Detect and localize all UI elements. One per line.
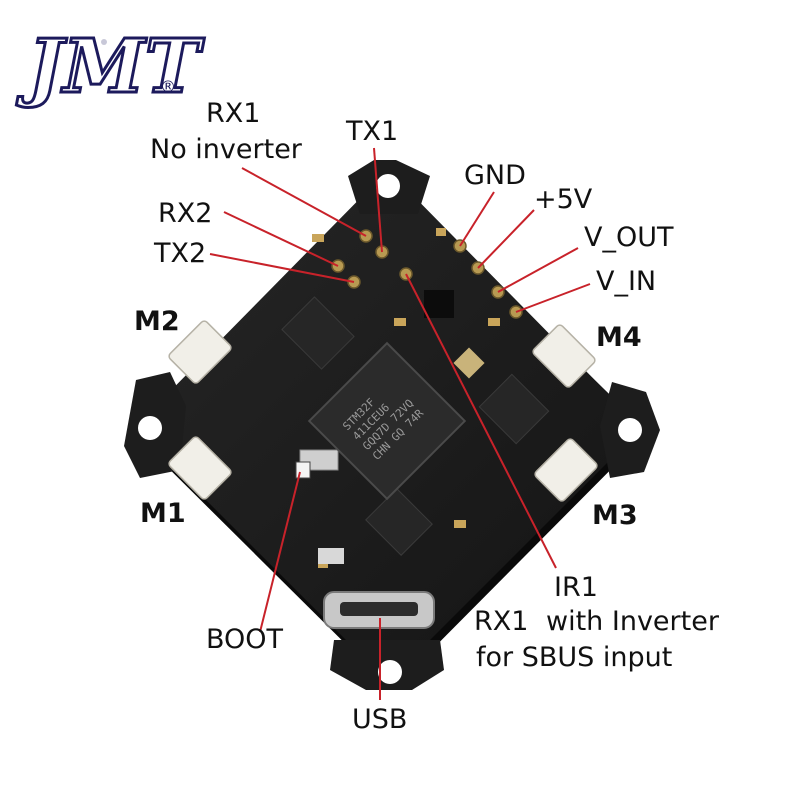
- smd-cap-1: [312, 234, 324, 242]
- leader-vout: [497, 247, 579, 293]
- label-usb: USB: [352, 704, 407, 735]
- motor-connector-m3: [534, 438, 598, 502]
- smd-cap-4: [488, 318, 500, 326]
- label-gnd: GND: [464, 160, 526, 191]
- leader-tx2: [209, 253, 355, 283]
- leader-tx1: [373, 147, 383, 253]
- leader-5v: [477, 209, 535, 269]
- logo-sparkle: [101, 39, 107, 45]
- leader-boot: [259, 471, 301, 633]
- inductor: [318, 548, 344, 564]
- label-rx1-inv-line2: for SBUS input: [476, 642, 672, 673]
- leader-vin: [515, 283, 591, 313]
- regulator-chip: [424, 290, 454, 318]
- label-m3: M3: [592, 500, 638, 531]
- label-boot: BOOT: [206, 624, 284, 655]
- label-rx1-line2: No inverter: [150, 134, 303, 165]
- logo-text: JMT: [16, 24, 205, 110]
- label-tx1: TX1: [345, 116, 398, 147]
- leader-rx2: [223, 211, 339, 267]
- label-tx2: TX2: [153, 238, 206, 269]
- leader-lines: [209, 147, 591, 700]
- esc-chip-bottom: [365, 488, 433, 556]
- label-m4: M4: [596, 322, 642, 353]
- leader-ir1: [405, 273, 557, 569]
- mount-hole-bottom: [378, 660, 402, 684]
- label-rx2: RX2: [158, 198, 212, 229]
- label-vout: V_OUT: [584, 222, 674, 253]
- motor-connector-m2: [168, 320, 232, 384]
- leader-gnd: [459, 191, 495, 247]
- leader-rx1: [241, 167, 367, 237]
- smd-cap-3: [394, 318, 406, 326]
- mount-hole-left: [138, 416, 162, 440]
- label-vin: V_IN: [596, 266, 656, 297]
- mount-hole-top: [376, 174, 400, 198]
- mcu: STM32F 411CEU6 GQQ7D 72VQ CHN GQ 74R: [307, 341, 467, 501]
- mcu-package: [307, 341, 467, 501]
- esc-chip-left-top: [281, 296, 355, 370]
- label-rx1-line1: RX1: [206, 98, 260, 129]
- smd-cap-5: [454, 520, 466, 528]
- label-rx1-inv-prefix: RX1: [474, 606, 528, 637]
- jmt-logo: JMT ®: [15, 23, 207, 112]
- pcb-board: STM32F 411CEU6 GQQ7D 72VQ CHN GQ 74R: [124, 160, 660, 690]
- pin-labels: RX1 No inverter TX1 GND +5V RX2 TX2 V_OU…: [134, 98, 720, 735]
- esc-chip-right: [478, 373, 550, 445]
- sensor-chip: [453, 347, 485, 379]
- usb-port: [340, 602, 418, 616]
- label-5v: +5V: [534, 184, 593, 215]
- mount-hole-right: [618, 418, 642, 442]
- label-m1: M1: [140, 498, 186, 529]
- label-rx1-inv-line1: with Inverter: [546, 606, 720, 637]
- registered-mark: ®: [160, 77, 176, 96]
- motor-connector-m1: [168, 436, 232, 500]
- label-ir1: IR1: [554, 572, 598, 603]
- motor-connector-m4: [532, 324, 596, 388]
- label-m2: M2: [134, 306, 180, 337]
- smd-cap-2: [436, 228, 446, 236]
